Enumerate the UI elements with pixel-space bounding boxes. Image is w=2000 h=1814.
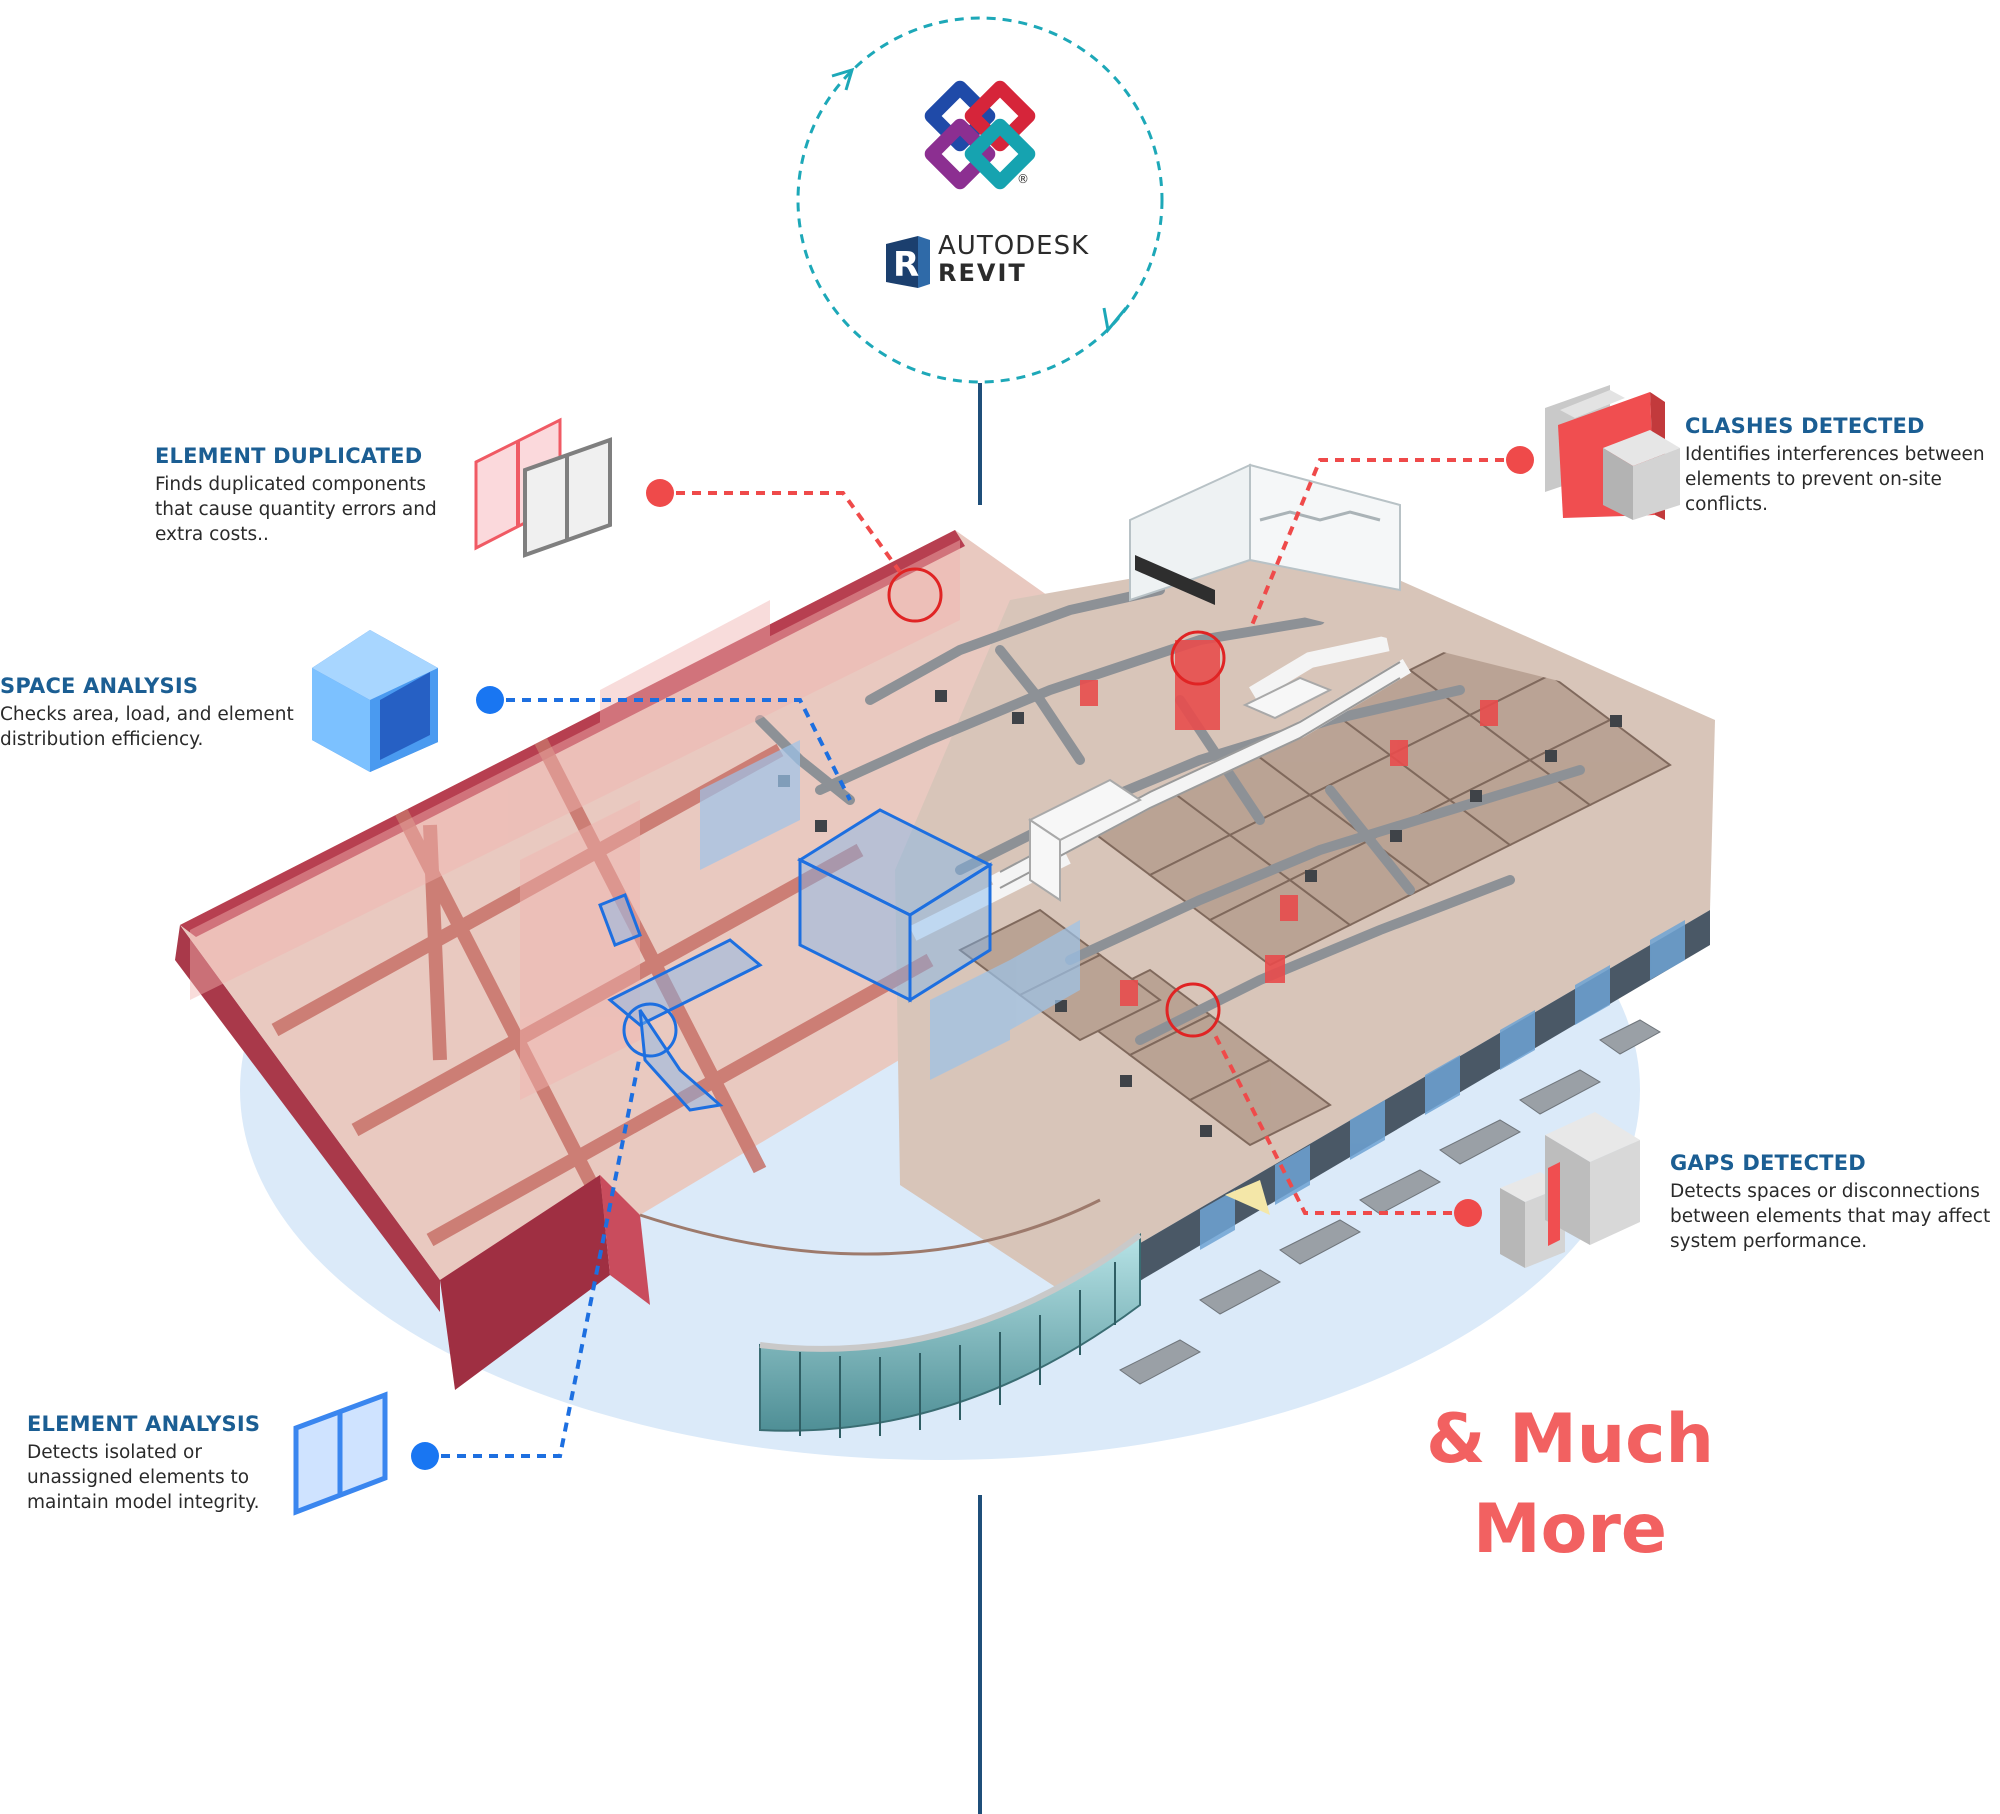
leader-lines [425,458,1520,1458]
callout-description: Identifies interferences between element… [1685,444,1985,515]
building-model [175,463,1715,1438]
callout-description: Detects isolated or unassigned elements … [27,1442,260,1513]
callout-space-analysis: SPACE ANALYSIS Checks area, load, and el… [0,674,300,752]
clash-blocks-icon [1545,385,1680,520]
clash-marker-ring [1170,630,1226,686]
duplicate-marker-ring [887,567,943,623]
clash-leader [1248,458,1520,631]
space-cube-icon [312,630,438,772]
much-more-line-1: & Much [1426,1400,1714,1479]
ifc-registered-mark: ® [1017,172,1029,186]
space-dot [476,686,504,714]
callout-title: CLASHES DETECTED [1685,414,1925,438]
west-wing-corner-block [440,1175,610,1390]
callout-title: ELEMENT DUPLICATED [155,444,423,468]
building-base-steps [1119,1019,1662,1385]
cycle-arrow-top-icon [831,67,855,91]
callout-description: Detects spaces or disconnections between… [1670,1181,1991,1252]
air-diffusers [778,690,1622,1137]
mechanical-units [1028,676,1333,902]
west-wing-top-rim [180,530,965,937]
callout-element-duplicated: ELEMENT DUPLICATED Finds duplicated comp… [155,444,455,547]
callout-description: Finds duplicated components that cause q… [155,474,437,545]
brand-line-1: AUTODESK [938,231,1090,261]
west-wing-partitions [190,540,960,1100]
revit-logo-icon: R [886,236,930,288]
gap-marker-ring [1165,982,1221,1038]
duplicate-dot [646,479,674,507]
gap-dot [1454,1199,1482,1227]
exchange-cycle [796,16,1164,384]
east-wing-windows [1200,920,1685,1250]
blue-windows-row [700,740,1080,1080]
space-marker-ring [622,1002,678,1058]
callout-title: GAPS DETECTED [1670,1151,1866,1175]
callout-title: ELEMENT ANALYSIS [27,1412,261,1436]
issue-markers [622,567,1226,1058]
callout-element-analysis: ELEMENT ANALYSIS Detects isolated or una… [27,1412,272,1515]
window-element-icon [293,1391,388,1516]
duplicate-leader [660,491,902,574]
callout-title: SPACE ANALYSIS [0,674,199,698]
callout-gaps-detected: GAPS DETECTED Detects spaces or disconne… [1670,1151,1995,1254]
svg-text:R: R [893,245,919,285]
cycle-arrow-bottom-icon [1102,307,1128,334]
callout-clashes-detected: CLASHES DETECTED Identifies interference… [1685,414,1985,517]
much-more-line-2: More [1472,1490,1668,1569]
rotunda-mullions [799,1262,1116,1438]
gap-leader [1213,1034,1468,1215]
brand-line-2: REVIT [938,259,1027,287]
duplicate-panels-icon [474,417,612,558]
callout-description: Checks area, load, and element distribut… [0,704,294,750]
leader-endpoints [411,446,1534,1470]
revit-brand-text: AUTODESK REVIT [938,232,1089,286]
ifc-logo-icon [924,80,1036,190]
much-more-heading: & Much More [1385,1395,1755,1575]
gap-blocks-icon [1500,1112,1640,1268]
west-wing-south-wall [175,925,440,1312]
element-leader [425,1054,642,1458]
element-dot [411,1442,439,1470]
stair-block [1129,463,1401,605]
red-clash-elements [1080,640,1498,1006]
space-leader [490,698,852,801]
clash-dot [1506,446,1534,474]
